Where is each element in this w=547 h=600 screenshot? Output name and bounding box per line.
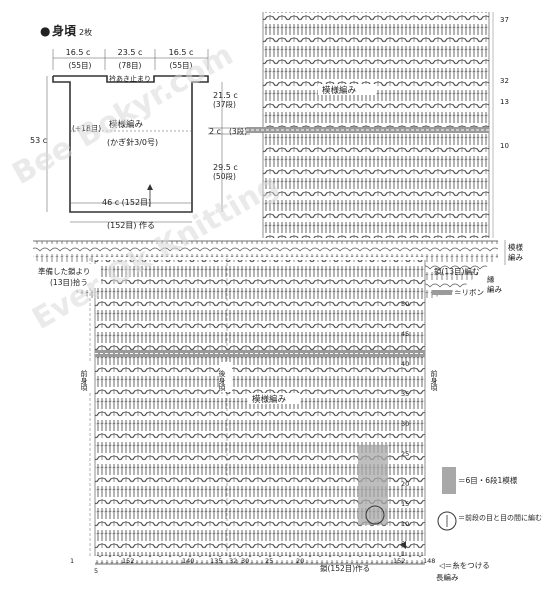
chain-side-label: 鎖(13目)編む xyxy=(434,266,479,276)
svg-text:30: 30 xyxy=(401,420,409,428)
pattern-label: 模様編み xyxy=(109,119,144,130)
make-label: (152目) 作る xyxy=(107,220,155,230)
bottom-width: 46 c (152目) xyxy=(102,198,151,207)
yoke-chart: 37 32 13 10 模様編み 模様 編み xyxy=(246,12,523,265)
svg-text:15: 15 xyxy=(401,500,409,508)
svg-text:135: 135 xyxy=(210,557,222,565)
hem-label: 長編み xyxy=(436,572,459,582)
top-width-1-sts: (55目) xyxy=(69,61,92,70)
border-label-1: 縁 xyxy=(487,274,495,284)
top-width-3-sts: (55目) xyxy=(170,61,193,70)
svg-text:50: 50 xyxy=(401,300,409,308)
title-text: 身頃 xyxy=(52,23,77,38)
svg-text:152: 152 xyxy=(393,557,405,565)
row-10: 10 xyxy=(500,142,509,150)
legend-ribbon-text: ＝リボン xyxy=(454,288,484,297)
yoke-pattern-label: 模様編み xyxy=(322,85,357,96)
row-13: 13 xyxy=(500,98,509,106)
svg-text:5: 5 xyxy=(94,567,98,575)
bottom-stitch-numbers: 5 1 152 140 135 32 30 25 20 152 148 xyxy=(70,557,435,575)
right-dim-2-cm: 2 c xyxy=(209,127,221,136)
row-37: 37 xyxy=(500,16,509,24)
schematic-outline xyxy=(52,75,209,213)
main-pattern-label: 模様編み xyxy=(252,394,287,405)
chain-make-label: 鎖(152目)作る xyxy=(320,563,370,573)
svg-text:148: 148 xyxy=(423,557,435,565)
front-left-label: 前身頃 xyxy=(80,369,88,392)
svg-text:25: 25 xyxy=(265,557,273,565)
right-dim-3-rows: (50段) xyxy=(213,171,236,181)
title-bullet: ● xyxy=(40,24,50,38)
svg-text:10: 10 xyxy=(401,520,409,528)
top-width-1-cm: 16.5 c xyxy=(66,48,91,57)
svg-text:20: 20 xyxy=(296,557,304,565)
sleeve-pattern-label-2: 編み xyxy=(508,252,523,262)
neck-label: 衿あき止まり xyxy=(109,74,151,83)
right-dim-2-rows: (3段) xyxy=(229,126,247,136)
legend-stitch-text: ＝前段の目と目の間に編む xyxy=(458,513,542,522)
side-row-numbers: 50 45 40 35 30 25 20 15 10 5 1 xyxy=(401,300,409,558)
sleeve-pattern-label-1: 模様 xyxy=(508,242,523,252)
schematic: 16.5 c (55目) 23.5 c (78目) 16.5 c (55目) 衿… xyxy=(30,48,250,230)
svg-text:25: 25 xyxy=(401,450,409,458)
svg-text:140: 140 xyxy=(182,557,194,565)
right-dim-3-cm: 29.5 c xyxy=(213,163,238,172)
svg-text:30: 30 xyxy=(241,557,249,565)
row-32: 32 xyxy=(500,77,509,85)
hook-label: (かぎ針3/0号) xyxy=(107,137,158,147)
legend-gray-text: ＝6目・6段1模様 xyxy=(458,475,518,485)
legend-stitch-icon xyxy=(437,511,457,531)
svg-text:45: 45 xyxy=(401,330,409,338)
top-width-3-cm: 16.5 c xyxy=(169,48,194,57)
svg-text:1: 1 xyxy=(70,557,74,565)
legend: ＝リボン ＝6目・6段1模様 ＝前段の目と目の間に編む ◁＝糸をつける xyxy=(432,288,542,570)
svg-text:20: 20 xyxy=(401,480,409,488)
title-note: 2枚 xyxy=(79,27,92,37)
front-right-label: 前身頃 xyxy=(430,369,438,392)
svg-text:35: 35 xyxy=(401,390,409,398)
border-label-2: 編み xyxy=(487,284,502,294)
svg-text:32: 32 xyxy=(229,557,237,565)
height-total: 53 c xyxy=(30,136,47,145)
body-chart: 前身頃 後身頃 前身頃 模様編み 準備した鎖より (13目)拾う 50 45 4… xyxy=(33,240,502,582)
legend-ribbon-swatch xyxy=(432,290,452,295)
svg-text:152: 152 xyxy=(122,557,134,565)
legend-arrow-text: ◁＝糸をつける xyxy=(439,560,490,570)
back-label: 後身頃 xyxy=(218,369,226,392)
svg-text:1: 1 xyxy=(401,550,405,558)
top-width-2-cm: 23.5 c xyxy=(118,48,143,57)
pickup-label-2: (13目)拾う xyxy=(50,277,88,287)
top-width-2-sts: (78目) xyxy=(119,61,142,70)
right-dim-1-cm: 21.5 c xyxy=(213,91,238,100)
pickup-label-1: 準備した鎖より xyxy=(38,266,90,276)
increase-label: (+18目) xyxy=(72,124,101,133)
legend-gray-swatch xyxy=(442,467,456,494)
svg-text:40: 40 xyxy=(401,360,409,368)
right-dim-1-rows: (37段) xyxy=(213,99,236,109)
